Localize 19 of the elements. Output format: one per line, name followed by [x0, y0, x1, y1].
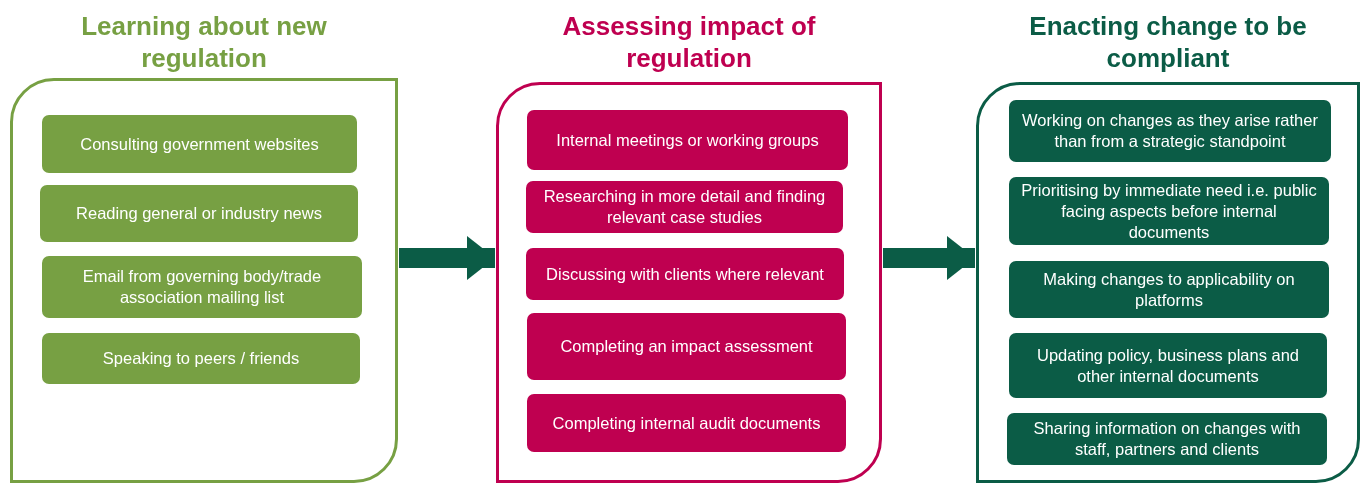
arrow	[399, 236, 495, 280]
activity-box: Discussing with clients where relevant	[526, 248, 844, 300]
activity-box: Researching in more detail and finding relevant case studies	[526, 181, 843, 233]
activity-box: Speaking to peers / friends	[42, 333, 360, 384]
activity-box: Consulting government websites	[42, 115, 357, 173]
stage-heading: Assessing impact of regulation	[561, 10, 817, 74]
stage-heading: Enacting change to be compliant	[1028, 10, 1308, 74]
activity-box: Email from governing body/trade association mailing list	[42, 256, 362, 318]
activity-box: Sharing information on changes with staff, partners and clients	[1007, 413, 1327, 465]
activity-box: Completing internal audit documents	[527, 394, 846, 452]
activity-box: Updating policy, business plans and other internal documents	[1009, 333, 1327, 398]
arrow	[883, 236, 975, 280]
activity-box: Working on changes as they arise rather than from a strategic standpoint	[1009, 100, 1331, 162]
activity-box: Reading general or industry news	[40, 185, 358, 242]
activity-box: Making changes to applicability on platforms	[1009, 261, 1329, 318]
activity-box: Completing an impact assessment	[527, 313, 846, 380]
stage-heading: Learning about new regulation	[80, 10, 328, 74]
activity-box: Prioritising by immediate need i.e. public facing aspects before internal documents	[1009, 177, 1329, 245]
activity-box: Internal meetings or working groups	[527, 110, 848, 170]
